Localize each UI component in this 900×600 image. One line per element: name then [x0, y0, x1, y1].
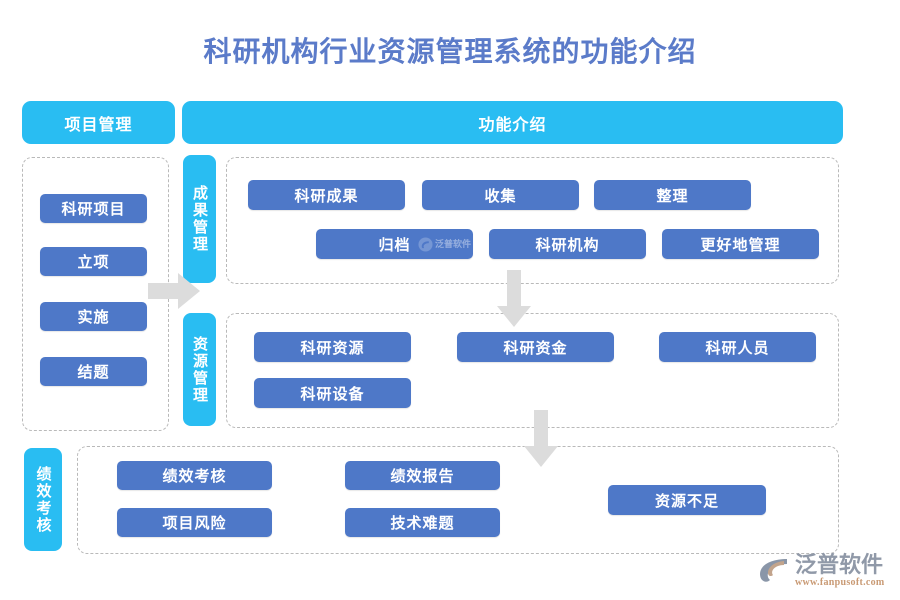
node-better-management[interactable]: 更好地管理 [662, 229, 819, 259]
brand-logo: 泛普软件 www.fanpusoft.com [757, 549, 892, 593]
node-research-achievement[interactable]: 科研成果 [248, 180, 405, 210]
node-research-equipment[interactable]: 科研设备 [254, 378, 411, 408]
node-project-closure[interactable]: 结题 [40, 357, 147, 386]
logo-url: www.fanpusoft.com [795, 577, 885, 588]
node-project-initiation[interactable]: 立项 [40, 247, 147, 276]
node-insufficient-resources[interactable]: 资源不足 [608, 485, 766, 515]
vertical-tab-performance-assessment[interactable]: 绩效考核 [24, 448, 62, 551]
node-research-institution[interactable]: 科研机构 [489, 229, 646, 259]
arrow-down-icon-2 [524, 410, 558, 467]
node-research-personnel[interactable]: 科研人员 [659, 332, 816, 362]
node-performance-assessment[interactable]: 绩效考核 [117, 461, 272, 490]
performance-container [77, 446, 839, 554]
vertical-tab-achievement-management[interactable]: 成果管理 [183, 155, 216, 283]
node-archiving[interactable]: 归档 [316, 229, 473, 259]
node-research-resources[interactable]: 科研资源 [254, 332, 411, 362]
resource-container [226, 313, 839, 428]
arrow-down-icon-1 [497, 270, 531, 327]
node-project-risk[interactable]: 项目风险 [117, 508, 272, 537]
node-research-funding[interactable]: 科研资金 [457, 332, 614, 362]
achievement-container [226, 157, 839, 284]
node-collection[interactable]: 收集 [422, 180, 579, 210]
logo-name: 泛普软件 [795, 552, 884, 577]
page-title: 科研机构行业资源管理系统的功能介绍 [203, 37, 697, 68]
node-technical-difficulty[interactable]: 技术难题 [345, 508, 500, 537]
vertical-tab-resource-management[interactable]: 资源管理 [183, 313, 216, 426]
header-project-management[interactable]: 项目管理 [22, 101, 175, 144]
node-organizing[interactable]: 整理 [594, 180, 751, 210]
node-performance-report[interactable]: 绩效报告 [345, 461, 500, 490]
header-features-intro[interactable]: 功能介绍 [182, 101, 843, 144]
logo-mark-icon [760, 559, 787, 582]
node-implementation[interactable]: 实施 [40, 302, 147, 331]
arrow-right-icon [148, 273, 200, 309]
node-research-project[interactable]: 科研项目 [40, 194, 147, 223]
